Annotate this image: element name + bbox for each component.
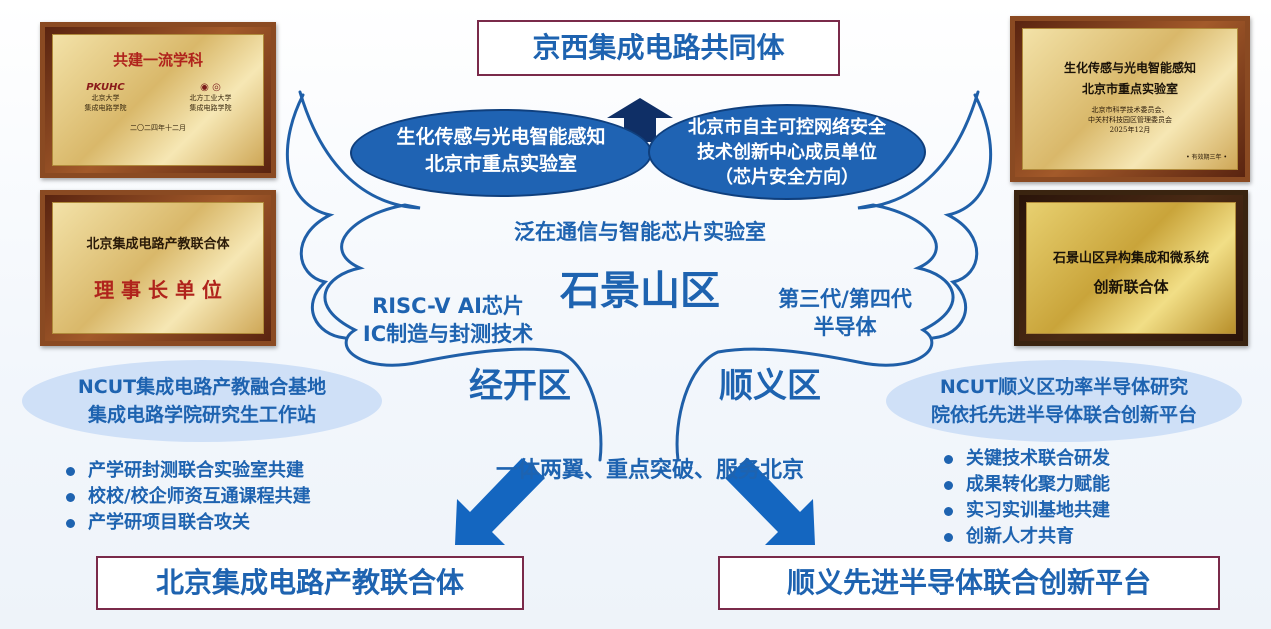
- list-item: 产学研项目联合攻关: [62, 510, 392, 536]
- lab-top-text: 泛在通信与智能芯片实验室: [514, 220, 766, 244]
- district-shunyi: 顺义区: [719, 366, 821, 406]
- plaque-org1: 北京市科学技术委员会、: [1091, 106, 1169, 114]
- ellipse-ncut-base: NCUT集成电路产教融合基地 集成电路学院研究生工作站: [22, 360, 382, 442]
- left-wing-outline: [298, 90, 603, 462]
- plaque-date: 2025年12月: [1109, 126, 1151, 134]
- left-wing-text: RISC-V AI芯片 IC制造与封测技术: [362, 294, 534, 346]
- right-wing-outline: [675, 90, 980, 462]
- plaque-title: 共建一流学科: [112, 51, 203, 69]
- plaque-date: 二〇二四年十二月: [130, 124, 186, 132]
- plaque-line1: 石景山区异构集成和微系统: [1052, 251, 1209, 266]
- list-item: 成果转化聚力赋能: [940, 472, 1200, 498]
- top-title: 京西集成电路共同体: [477, 20, 840, 76]
- down-right-arrow-icon: [725, 458, 815, 545]
- district-jingkai: 经开区: [469, 366, 571, 406]
- plaque-note: • 有效期三年 •: [1186, 154, 1227, 161]
- plaque-line2: 创新联合体: [1093, 278, 1169, 296]
- right-wing-text: 第三代/第四代 半导体: [778, 287, 912, 339]
- plaque-line1: 生化传感与光电智能感知: [1063, 61, 1196, 75]
- list-item: 实习实训基地共建: [940, 498, 1200, 524]
- district-shijingshan: 石景山区: [560, 268, 720, 314]
- up-arrow-icon: [607, 98, 673, 142]
- right-bullet-list: 关键技术联合研发 成果转化聚力赋能 实习实训基地共建 创新人才共育: [940, 446, 1200, 550]
- plaque-innovation-alliance: 石景山区异构集成和微系统 创新联合体: [1014, 190, 1248, 346]
- pku-org: PKUHC 北京大学 集成电路学院: [84, 82, 127, 112]
- bottom-left-title: 北京集成电路产教联合体: [96, 556, 524, 610]
- plaque-key-lab: 生化传感与光电智能感知 北京市重点实验室 北京市科学技术委员会、 中关村科技园区…: [1010, 16, 1250, 182]
- down-left-arrow-icon: [455, 458, 545, 545]
- ncut-logo-icon: ◉ ◎: [200, 82, 221, 93]
- plaque-chairman-unit: 北京集成电路产教联合体 理 事 长 单 位: [40, 190, 276, 346]
- ncut-org: ◉ ◎ 北方工业大学 集成电路学院: [189, 82, 232, 112]
- list-item: 校校/校企师资互通课程共建: [62, 484, 392, 510]
- plaque-line2: 北京市重点实验室: [1081, 82, 1178, 96]
- plaque-first-class-discipline: 共建一流学科 PKUHC 北京大学 集成电路学院 ◉ ◎ 北方工业大学 集成电路…: [40, 22, 276, 178]
- ellipse-security-center: 北京市自主可控网络安全 技术创新中心成员单位 （芯片安全方向）: [648, 104, 926, 200]
- left-bullet-list: 产学研封测联合实验室共建 校校/校企师资互通课程共建 产学研项目联合攻关: [62, 458, 392, 536]
- slogan: 一体两翼、重点突破、服务北京: [495, 458, 804, 483]
- list-item: 创新人才共育: [940, 524, 1200, 550]
- plaque-org2: 中关村科技园区管理委员会: [1088, 116, 1172, 124]
- bottom-right-title: 顺义先进半导体联合创新平台: [718, 556, 1220, 610]
- list-item: 关键技术联合研发: [940, 446, 1200, 472]
- plaque-line1: 北京集成电路产教联合体: [86, 237, 230, 252]
- list-item: 产学研封测联合实验室共建: [62, 458, 392, 484]
- ellipse-ncut-shunyi: NCUT顺义区功率半导体研究 院依托先进半导体联合创新平台: [886, 360, 1242, 442]
- pku-logo: PKUHC: [86, 82, 125, 93]
- ellipse-key-lab: 生化传感与光电智能感知 北京市重点实验室: [350, 109, 652, 197]
- plaque-line2: 理 事 长 单 位: [94, 278, 222, 302]
